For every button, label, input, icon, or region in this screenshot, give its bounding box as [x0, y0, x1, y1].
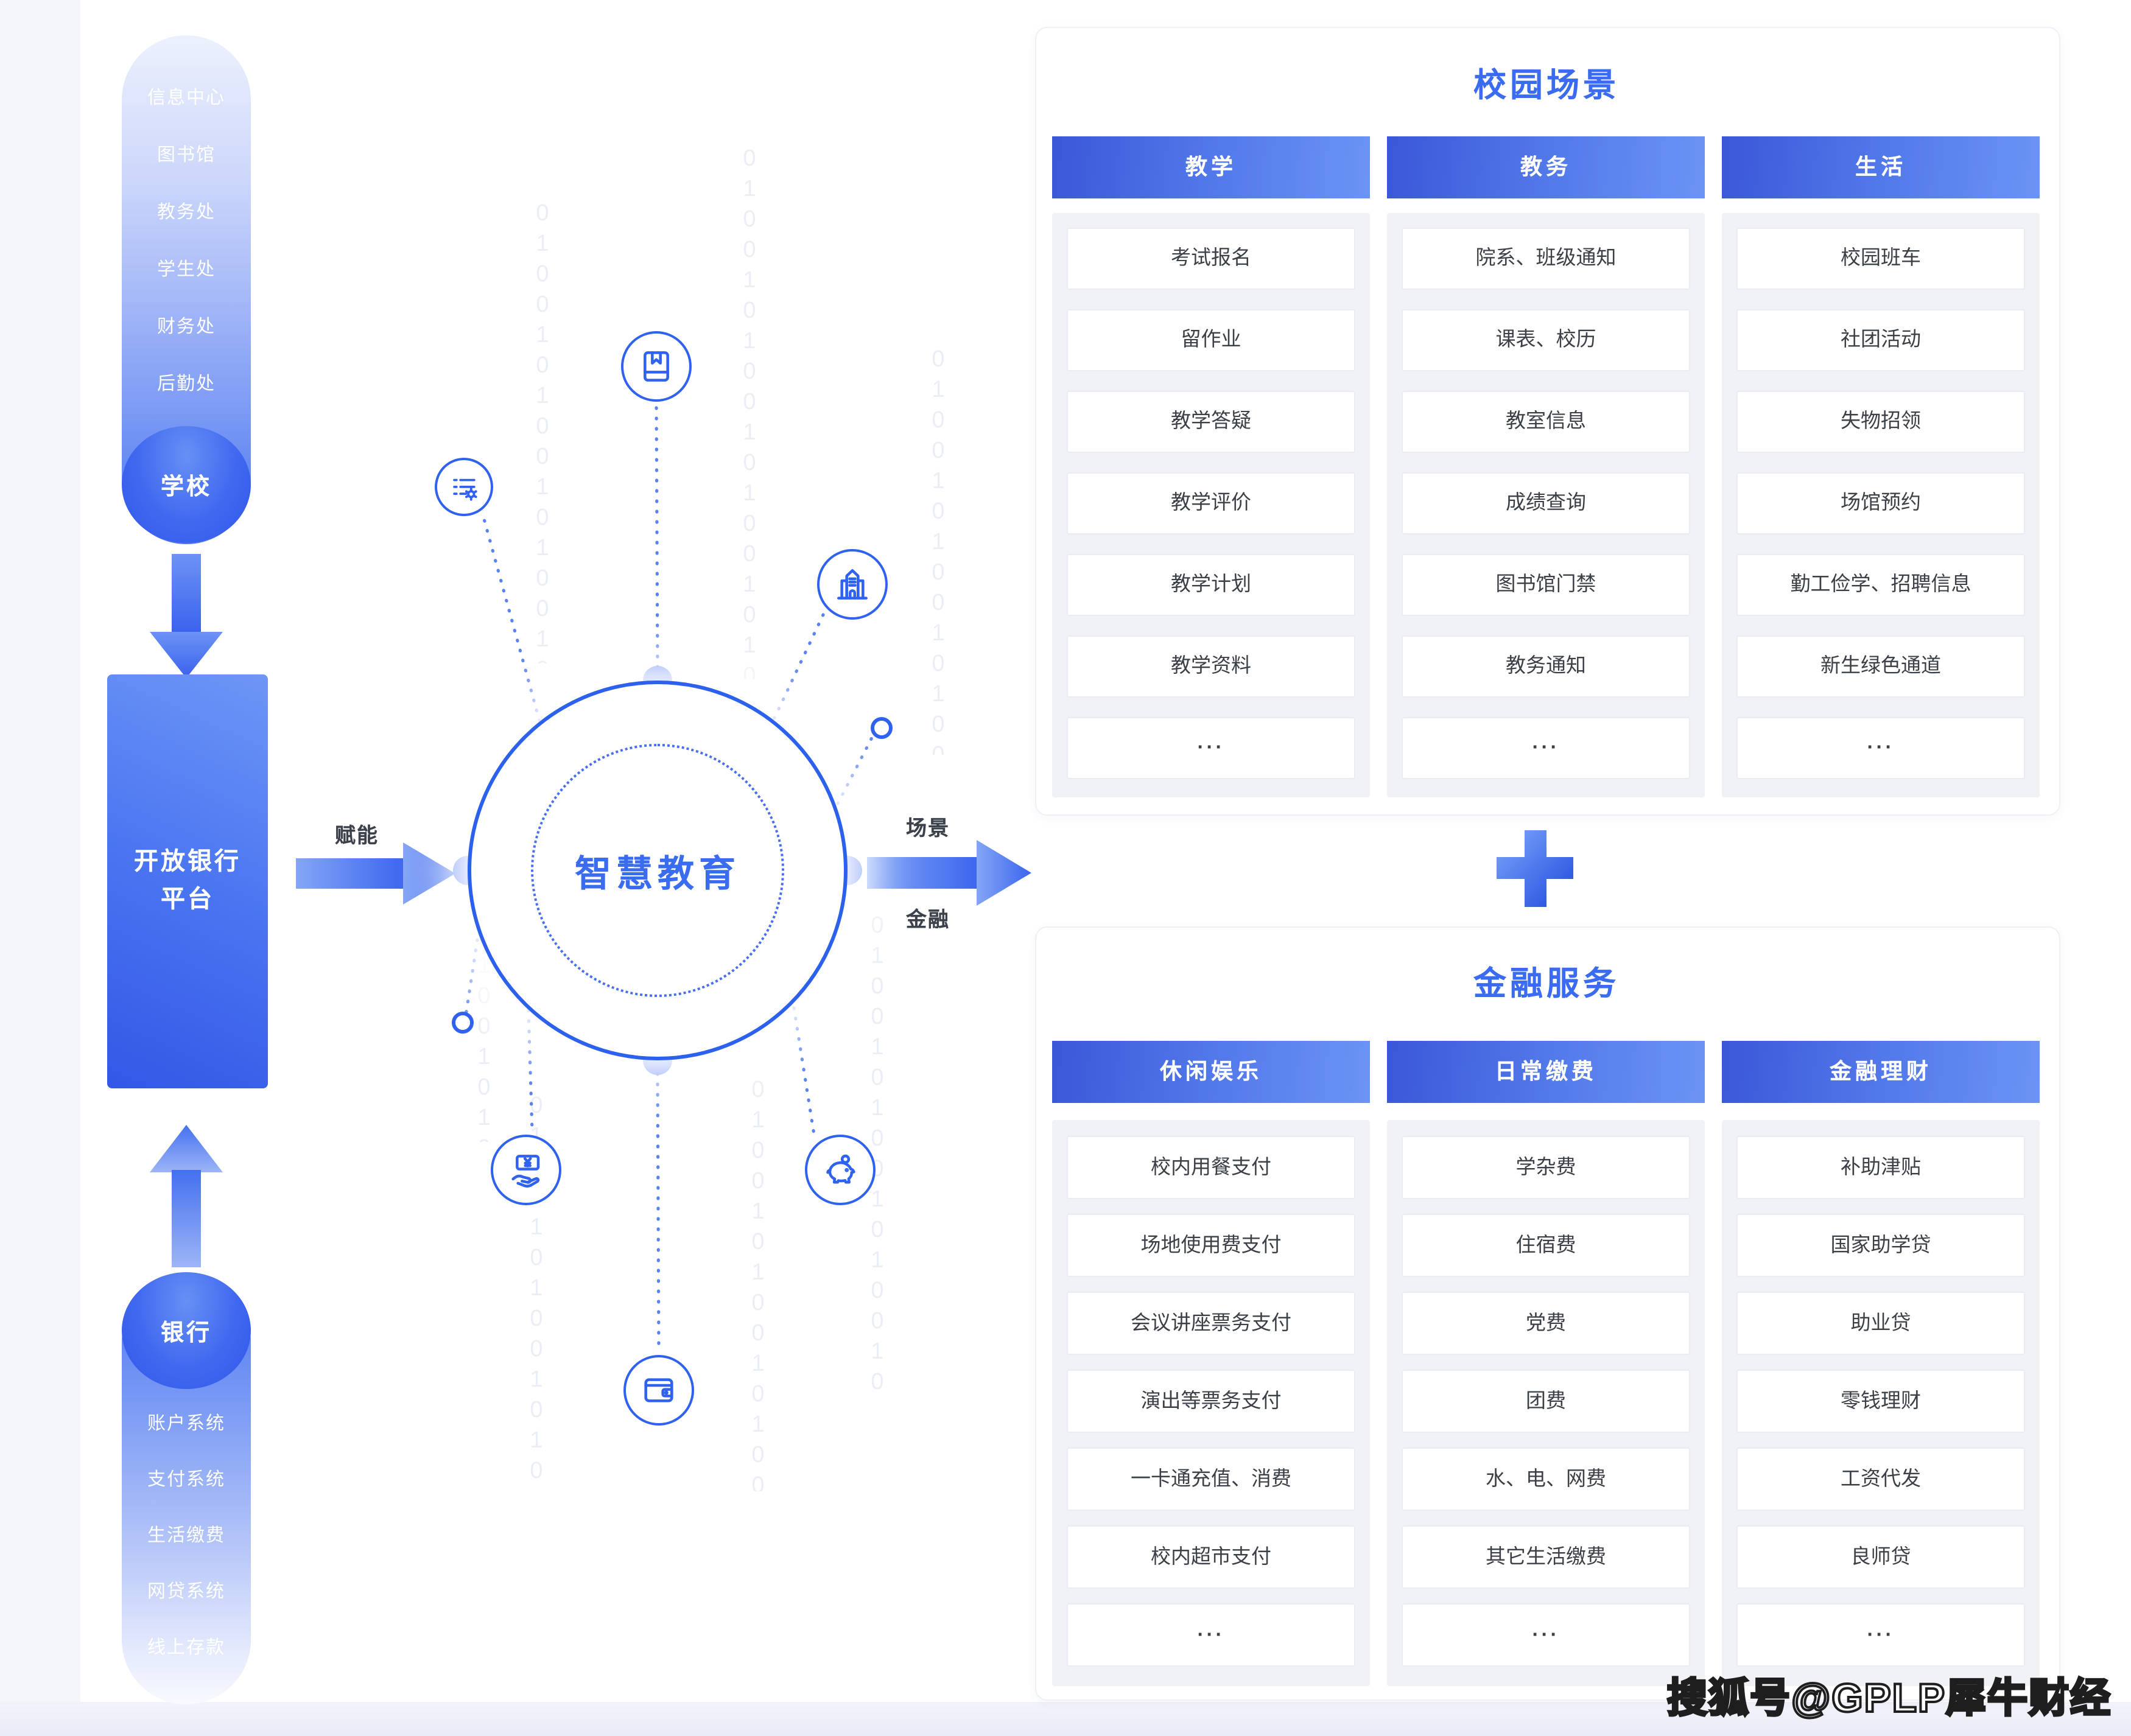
bank-label: 银行 — [160, 1320, 212, 1346]
binary-background-column: 0100101001010010100101001001010010100100… — [527, 201, 556, 663]
smart-education-title: 智慧教育 — [575, 855, 740, 895]
school-building-icon — [817, 549, 888, 620]
open-banking-platform-box: 开放银行 平台 — [107, 674, 268, 1088]
finance-column-leisure: 校内用餐支付 场地使用费支付 会议讲座票务支付 演出等票务支付 一卡通充值、消费… — [1052, 1120, 1370, 1686]
service-item: 住宿费 — [1402, 1214, 1690, 1277]
service-item: 团费 — [1402, 1370, 1690, 1433]
service-item: 院系、班级通知 — [1402, 228, 1690, 290]
finance-column-header-wealth: 金融理财 — [1722, 1041, 2040, 1103]
school-to-platform-arrow — [150, 554, 223, 678]
finance-label: 金融 — [906, 908, 950, 931]
campus-column-header-life: 生活 — [1722, 136, 2040, 198]
smart-education-inner-ring — [531, 744, 784, 997]
service-item: 党费 — [1402, 1292, 1690, 1355]
service-item-more: ··· — [1736, 1603, 2025, 1667]
service-item: 国家助学贷 — [1736, 1214, 2025, 1277]
service-item: 良师贷 — [1736, 1525, 2025, 1589]
service-item: 场馆预约 — [1736, 472, 2025, 534]
service-item: 教学计划 — [1067, 554, 1355, 616]
bank-system: 账户系统 — [147, 1413, 225, 1434]
school-label: 学校 — [160, 474, 212, 500]
finance-section-title: 金融服务 — [1473, 965, 1620, 1002]
school-department: 财务处 — [156, 317, 216, 337]
service-item: 课表、校历 — [1402, 309, 1690, 371]
service-item: 考试报名 — [1067, 228, 1355, 290]
service-item-more: ··· — [1067, 717, 1355, 779]
service-item: 水、电、网费 — [1402, 1447, 1690, 1511]
campus-column-life: 校园班车 社团活动 失物招领 场馆预约 勤工俭学、招聘信息 新生绿色通道 ··· — [1722, 213, 2040, 797]
service-item: 学杂费 — [1402, 1136, 1690, 1199]
bank-circle: 银行 — [122, 1272, 251, 1389]
service-item: 新生绿色通道 — [1736, 635, 2025, 698]
finance-column-header-daily: 日常缴费 — [1387, 1041, 1705, 1103]
checklist-gear-icon — [435, 458, 493, 516]
service-item: 演出等票务支付 — [1067, 1370, 1355, 1433]
bank-to-platform-arrow — [150, 1125, 223, 1267]
bank-system: 支付系统 — [147, 1469, 225, 1490]
service-item-more: ··· — [1402, 1603, 1690, 1667]
platform-label-line1: 开放银行 — [134, 849, 241, 875]
service-item: 一卡通充值、消费 — [1067, 1447, 1355, 1511]
service-item: 教学资料 — [1067, 635, 1355, 698]
school-circle: 学校 — [122, 426, 251, 543]
school-department: 教务处 — [156, 202, 216, 223]
platform-label-line2: 平台 — [161, 886, 214, 913]
bank-system: 生活缴费 — [147, 1525, 225, 1546]
campus-column-header-teaching: 教学 — [1052, 136, 1370, 198]
school-department: 图书馆 — [156, 145, 216, 166]
service-item: 校内用餐支付 — [1067, 1136, 1355, 1199]
plus-icon — [1497, 857, 1573, 879]
service-item: 校园班车 — [1736, 228, 2025, 290]
cash-hand-icon — [491, 1135, 561, 1205]
binary-background-column: 0100101001010010100101001001010010100100… — [734, 146, 764, 679]
service-item: 社团活动 — [1736, 309, 2025, 371]
watermark: 搜狐号@GPLP犀牛财经 — [1666, 1674, 2112, 1721]
service-item: 补助津贴 — [1736, 1136, 2025, 1199]
piggy-bank-icon — [805, 1135, 876, 1205]
service-item-more: ··· — [1067, 1603, 1355, 1667]
finance-column-wealth: 补助津贴 国家助学贷 助业贷 零钱理财 工资代发 良师贷 ··· — [1722, 1120, 2040, 1686]
school-department: 学生处 — [156, 259, 216, 280]
wallet-icon — [623, 1355, 694, 1426]
service-item: 教学评价 — [1067, 472, 1355, 534]
scene-label: 场景 — [906, 817, 950, 840]
small-node-circle — [452, 1012, 474, 1034]
campus-column-header-academic: 教务 — [1387, 136, 1705, 198]
service-item-more: ··· — [1402, 717, 1690, 779]
campus-column-academic: 院系、班级通知 课表、校历 教室信息 成绩查询 图书馆门禁 教务通知 ··· — [1387, 213, 1705, 797]
service-item: 助业贷 — [1736, 1292, 2025, 1355]
empower-label: 赋能 — [335, 824, 379, 847]
empower-arrow — [296, 842, 455, 905]
service-item-more: ··· — [1736, 717, 2025, 779]
small-node-circle — [871, 717, 893, 739]
binary-background-column: 0100101001010010100101001001010010100100… — [923, 347, 952, 755]
campus-section-title: 校园场景 — [1473, 67, 1620, 103]
service-item: 其它生活缴费 — [1402, 1525, 1690, 1589]
service-item: 工资代发 — [1736, 1447, 2025, 1511]
campus-column-teaching: 考试报名 留作业 教学答疑 教学评价 教学计划 教学资料 ··· — [1052, 213, 1370, 797]
service-item: 场地使用费支付 — [1067, 1214, 1355, 1277]
service-item: 会议讲座票务支付 — [1067, 1292, 1355, 1355]
bank-system: 线上存款 — [147, 1637, 225, 1658]
scene-finance-arrow — [867, 840, 1031, 906]
service-item: 教室信息 — [1402, 391, 1690, 453]
service-item: 勤工俭学、招聘信息 — [1736, 554, 2025, 616]
service-item: 教务通知 — [1402, 635, 1690, 698]
bank-system: 网贷系统 — [147, 1581, 225, 1602]
book-icon — [621, 331, 692, 402]
service-item: 零钱理财 — [1736, 1370, 2025, 1433]
service-item: 留作业 — [1067, 309, 1355, 371]
service-item: 成绩查询 — [1402, 472, 1690, 534]
binary-background-column: 0100101001010010100101001001010010100100… — [743, 1077, 772, 1491]
service-item: 图书馆门禁 — [1402, 554, 1690, 616]
service-item: 失物招领 — [1736, 391, 2025, 453]
school-department: 信息中心 — [147, 88, 225, 108]
school-department: 后勤处 — [156, 374, 216, 394]
service-item: 教学答疑 — [1067, 391, 1355, 453]
page-bottom-margin — [0, 1702, 2131, 1736]
finance-column-header-leisure: 休闲娱乐 — [1052, 1041, 1370, 1103]
finance-column-daily: 学杂费 住宿费 党费 团费 水、电、网费 其它生活缴费 ··· — [1387, 1120, 1705, 1686]
service-item: 校内超市支付 — [1067, 1525, 1355, 1589]
page-left-margin — [0, 0, 80, 1736]
